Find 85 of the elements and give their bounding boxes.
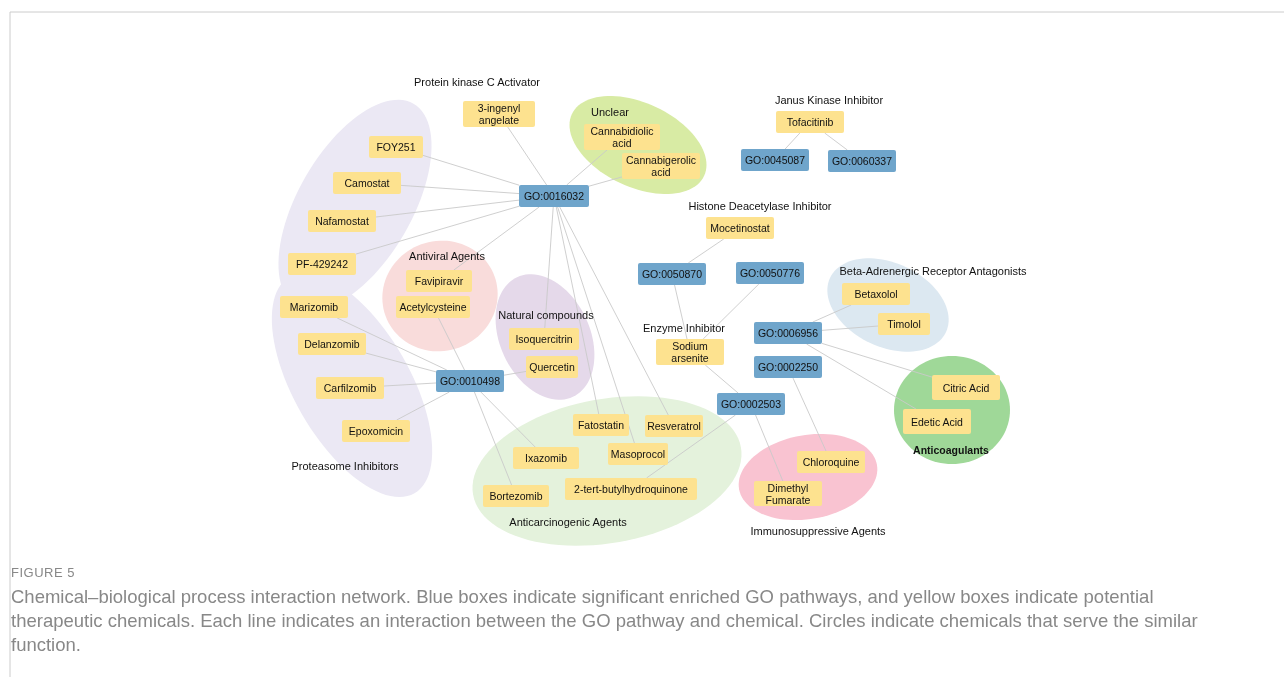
connector-line — [559, 206, 669, 416]
chemical-box: Carfilzomib — [316, 377, 384, 399]
group-heading: Immunosuppressive Agents — [750, 525, 886, 537]
chemical-box: Citric Acid — [932, 375, 1000, 400]
connector-line — [755, 414, 784, 482]
chemical-box: Nafamostat — [308, 210, 376, 232]
pathway-box: GO:0050776 — [736, 262, 804, 284]
category-heading: Protein kinase C Activator — [414, 76, 540, 88]
pathway-box: GO:0002250 — [754, 356, 822, 378]
connector-line — [422, 154, 520, 186]
chemical-box: Epoxomicin — [342, 420, 410, 442]
connector-line — [646, 414, 736, 479]
connector-line — [473, 391, 513, 486]
chemical-box: Marizomib — [280, 296, 348, 318]
chemical-box: Quercetin — [526, 356, 578, 378]
category-heading: Enzyme Inhibitor — [643, 322, 725, 334]
chemical-box: Dimethyl Fumarate — [754, 481, 822, 506]
connector-line — [812, 304, 852, 323]
chemical-box: Mocetinostat — [706, 217, 774, 239]
connector-line — [674, 284, 688, 340]
pathway-box: GO:0050870 — [638, 263, 706, 285]
chemical-box: Camostat — [333, 172, 401, 194]
chemical-box: PF-429242 — [288, 253, 356, 275]
connector-line — [824, 132, 848, 151]
group-heading: Anticarcinogenic Agents — [509, 516, 627, 528]
chemical-box: Resveratrol — [645, 415, 703, 437]
connector-line — [503, 371, 527, 376]
connector-line — [687, 238, 725, 264]
chemical-box: Favipiravir — [406, 270, 472, 292]
figure-label: FIGURE 5 — [11, 565, 75, 580]
pathway-box: GO:0045087 — [741, 149, 809, 171]
group-heading: Anticoagulants — [913, 444, 989, 456]
chemical-box: Sodium arsenite — [656, 339, 724, 365]
chemical-box: Delanzomib — [298, 333, 366, 355]
connector-line — [336, 317, 448, 371]
chemical-box: Chloroquine — [797, 451, 865, 473]
group-heading: Natural compounds — [498, 309, 594, 321]
category-heading: Janus Kinase Inhibitor — [774, 94, 884, 106]
chemical-box: Cannabigerolic acid — [622, 153, 700, 179]
connector-line — [555, 206, 600, 415]
connector-line — [784, 132, 801, 150]
pathway-box: GO:0010498 — [436, 370, 504, 392]
chemical-box: Masoprocol — [608, 443, 668, 465]
group-heading: Unclear — [591, 106, 629, 118]
pathway-box: GO:0060337 — [828, 150, 896, 172]
connector-line — [702, 283, 760, 340]
chemical-box: Isoquercitrin — [509, 328, 579, 350]
pathway-box: GO:0002503 — [717, 393, 785, 415]
chemical-box: 2-tert-butylhydroquinone — [565, 478, 697, 500]
group-heading: Proteasome Inhibitors — [291, 460, 399, 472]
chemical-box: 3-ingenyl angelate — [463, 101, 535, 127]
pathway-box: GO:0006956 — [754, 322, 822, 344]
connector-line — [566, 149, 608, 186]
connector-line — [588, 176, 623, 187]
connector-line — [821, 342, 933, 378]
connector-line — [396, 391, 450, 421]
chemical-box: Cannabidiolic acid — [584, 124, 660, 150]
connector-line — [355, 205, 520, 255]
chemical-box: Bortezomib — [483, 485, 549, 507]
chemical-box: Timolol — [878, 313, 930, 335]
chemical-box: FOY251 — [369, 136, 423, 158]
connector-line — [806, 343, 917, 410]
connector-line — [544, 206, 554, 329]
connector-line — [821, 325, 879, 331]
connector-line — [507, 126, 548, 186]
connector-line — [400, 184, 520, 194]
chemical-box: Tofacitinib — [776, 111, 844, 133]
chemical-box: Betaxolol — [842, 283, 910, 305]
connector-line — [453, 206, 540, 271]
connector-line — [438, 317, 465, 371]
chemical-box: Ixazomib — [513, 447, 579, 469]
connector-line — [375, 199, 520, 218]
chemical-box: Edetic Acid — [903, 409, 971, 434]
connector-line — [365, 352, 437, 373]
connector-line — [383, 382, 437, 387]
category-heading: Histone Deacetylase Inhibitor — [688, 200, 832, 212]
group-heading: Antiviral Agents — [409, 250, 485, 262]
connector-line — [480, 391, 536, 448]
figure-caption: Chemical–biological process interaction network. Blue boxes indicate significant enriched GO pathways, and yellow boxes indicate potential therapeutic chemicals. Each line indicates an interaction between the GO pathway and chemical. Circles indicate chemicals that serve the similar function. — [11, 585, 1199, 657]
group-heading: Beta-Adrenergic Receptor Antagonists — [839, 265, 1027, 277]
chemical-box: Acetylcysteine — [396, 296, 470, 318]
connector-line — [704, 364, 739, 394]
connector-line — [792, 377, 827, 452]
pathway-box: GO:0016032 — [519, 185, 589, 207]
chemical-box: Fatostatin — [573, 414, 629, 436]
